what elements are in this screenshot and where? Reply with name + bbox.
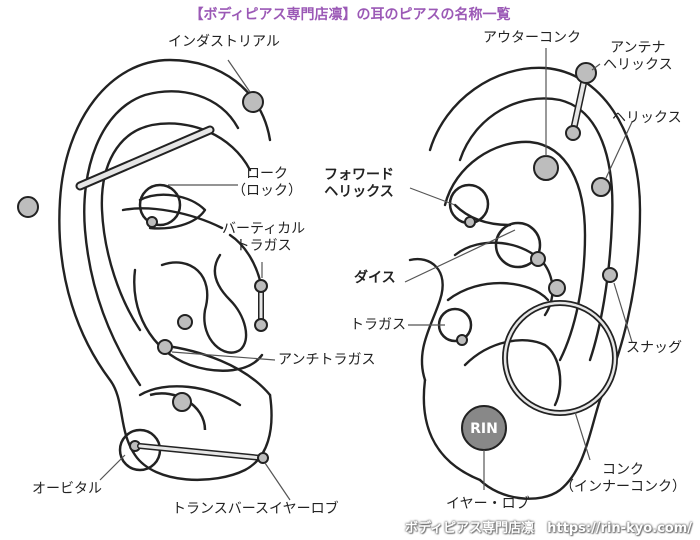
label-industrial: インダストリアル	[168, 34, 280, 51]
label-conch: コンク （インナーコンク）	[560, 462, 686, 496]
label-vertical-tragus: バーティカル トラガス	[222, 221, 305, 255]
label-tragus: トラガス	[350, 317, 406, 334]
diagram-title: 【ボディピアス専門店凛】の耳のピアスの名称一覧	[0, 4, 700, 24]
label-outer-conch: アウターコンク	[483, 30, 581, 47]
label-antenna-helix: アンテナ ヘリックス	[603, 40, 673, 74]
left-jewelry	[18, 92, 268, 470]
lobe-logo-text: RIN	[470, 421, 498, 437]
label-transverse-lobe: トランスバースイヤーロブ	[172, 501, 339, 518]
label-ear-lobe: イヤー・ロブ	[446, 496, 530, 513]
label-helix: ヘリックス	[612, 110, 682, 127]
label-rook: ローク （ロック）	[232, 166, 302, 200]
right-ear-outline	[410, 68, 640, 499]
footer-watermark: ボディピアス専門店凛 https://rin-kyo.com/	[405, 517, 692, 536]
label-forward-helix: フォワード ヘリックス	[324, 167, 394, 201]
label-snug: スナッグ	[626, 340, 682, 357]
label-antitragus: アンチトラガス	[278, 352, 375, 369]
label-daith: ダイス	[354, 270, 396, 287]
label-orbital: オービタル	[32, 481, 102, 498]
left-ear-outline	[59, 60, 271, 480]
